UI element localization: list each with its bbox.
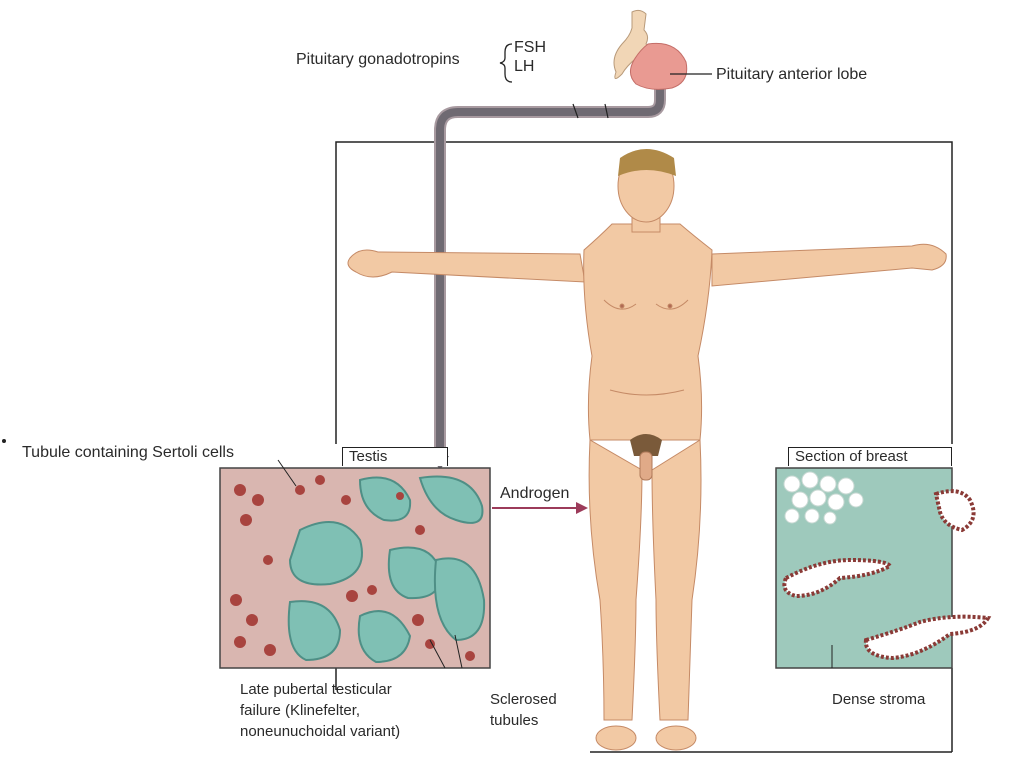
breast-section-title: Section of breast (788, 447, 952, 466)
hormone-brace (500, 44, 512, 82)
pituitary-gonadotropins-label: Pituitary gonadotropins (296, 50, 460, 69)
testis-title: Testis (342, 447, 448, 466)
sclerosed-tubules-line2: tubules (490, 711, 538, 730)
testis-caption-line1: Late pubertal testicular (240, 680, 392, 699)
sclerosed-tubules-line1: Sclerosed (490, 690, 557, 709)
bullet-dot (2, 439, 6, 443)
fsh-label: FSH (514, 38, 546, 57)
dense-stroma-label: Dense stroma (832, 690, 925, 709)
pituitary-gland (614, 10, 687, 89)
testis-caption-line3: noneunuchoidal variant) (240, 722, 400, 741)
lh-label: LH (514, 57, 534, 76)
testis-caption-line2: failure (Klinefelter, (240, 701, 360, 720)
pituitary-anterior-lobe-label: Pituitary anterior lobe (716, 65, 867, 84)
androgen-label: Androgen (500, 484, 569, 503)
breast-histology-image (776, 468, 988, 668)
testis-histology-image (220, 468, 490, 668)
sertoli-tubule-label: Tubule containing Sertoli cells (22, 443, 234, 462)
